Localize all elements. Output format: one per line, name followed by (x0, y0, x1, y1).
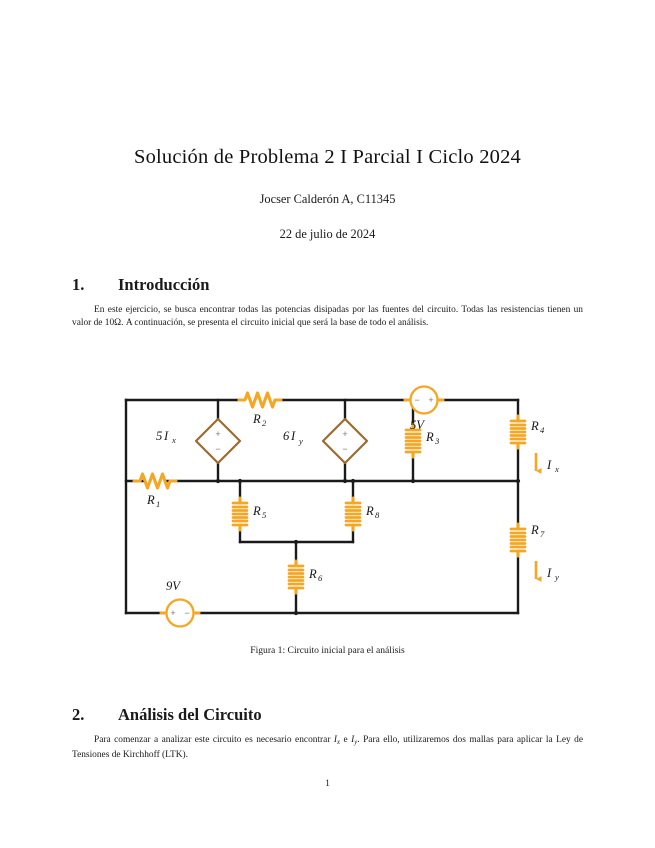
dependent-source-6Iy-plus: + (342, 429, 347, 439)
figure-caption: Figura 1: Circuito inicial para el análi… (250, 645, 405, 656)
resistor-R7: R 7 (509, 522, 545, 558)
dependent-source-5Ix-coefficient: 5 (156, 429, 162, 443)
resistor-R2-subscript: 2 (262, 418, 267, 428)
current-arrow-Ix: I x (534, 453, 559, 474)
dependent-source-6Iy-subscript: y (298, 436, 303, 446)
section-heading-analisis: 2. Análisis del Circuito (72, 705, 262, 725)
section-number: 1. (72, 275, 85, 294)
resistor-R2-label: R (252, 412, 261, 426)
dependent-source-6Iy-coefficient: 6 (283, 429, 290, 443)
dependent-source-6Iy-current: I (290, 429, 296, 443)
page-number: 1 (325, 778, 330, 789)
section-heading-introduccion: 1. Introducción (72, 275, 209, 295)
voltage-source-5V: − + 5V (403, 385, 445, 432)
variable-Iy-subscript: y (354, 738, 358, 746)
resistor-R6: R 6 (287, 559, 323, 595)
dependent-source-5Ix: + − 5 I x (156, 417, 242, 465)
dependent-source-5Ix-current: I (163, 429, 169, 443)
variable-Ix: Ix (333, 735, 341, 746)
resistor-R7-label: R (530, 523, 539, 537)
resistor-R1: R 1 (132, 472, 178, 509)
voltage-source-5V-right-terminal: + (428, 395, 433, 405)
resistor-R1-label: R (146, 493, 155, 507)
dependent-source-5Ix-subscript: x (171, 435, 176, 445)
resistor-R5: R 5 (231, 496, 267, 532)
resistor-R4-label: R (530, 419, 539, 433)
voltage-source-9V-left-terminal: + (170, 608, 175, 618)
circuit-wires (124, 398, 520, 615)
resistor-R8: R 8 (344, 496, 380, 532)
section-title-2: Análisis del Circuito (118, 705, 262, 724)
paragraph-analisis-mid: e (340, 735, 352, 745)
paragraph-introduccion: En este ejercicio, se busca encontrar to… (72, 305, 583, 328)
voltage-source-9V-label: 9V (166, 579, 181, 593)
paragraph-analisis-pre: Para comenzar a analizar este circuito e… (94, 735, 334, 745)
variable-Iy: Iy (351, 735, 358, 746)
resistor-R4-subscript: 4 (540, 425, 545, 435)
voltage-source-9V: + − 9V (159, 579, 201, 628)
page-title: Solución de Problema 2 I Parcial I Ciclo… (133, 146, 522, 168)
resistor-R6-label: R (308, 567, 317, 581)
voltage-source-5V-left-terminal: − (414, 395, 419, 405)
dependent-source-5Ix-plus: + (215, 429, 220, 439)
document-date: 22 de julio de 2024 (279, 227, 376, 241)
current-arrow-Iy: I y (534, 561, 559, 582)
resistor-R5-subscript: 5 (262, 510, 267, 520)
variable-Ix-subscript: x (337, 738, 341, 746)
resistor-R1-subscript: 1 (156, 499, 160, 509)
dependent-source-6Iy-minus: − (342, 444, 347, 454)
section-title: Introducción (118, 275, 210, 294)
circuit-junctions (215, 478, 521, 616)
resistor-R8-subscript: 8 (375, 510, 380, 520)
current-arrow-Ix-subscript: x (554, 464, 559, 474)
resistor-R3-subscript: 3 (434, 436, 439, 446)
current-arrow-Iy-label: I (546, 566, 552, 580)
resistor-R8-label: R (365, 504, 374, 518)
resistor-R6-subscript: 6 (318, 573, 323, 583)
resistor-R3-label: R (425, 430, 434, 444)
resistor-R5-label: R (252, 504, 261, 518)
current-arrow-Iy-subscript: y (554, 572, 559, 582)
voltage-source-5V-label: 5V (410, 418, 425, 432)
section-number-2: 2. (72, 705, 85, 724)
resistor-R7-subscript: 7 (540, 529, 545, 539)
current-arrow-Ix-label: I (546, 458, 552, 472)
voltage-source-9V-right-terminal: − (184, 608, 189, 618)
dependent-source-5Ix-minus: − (215, 444, 220, 454)
resistor-R2: R 2 (237, 391, 283, 428)
dependent-source-6Iy: + − 6 I y (283, 417, 369, 465)
circuit-diagram: R 2 R 1 R 3 R 4 (100, 376, 570, 636)
paragraph-analisis: Para comenzar a analizar este circuito e… (72, 734, 583, 762)
document-author: Jocser Calderón A, C11345 (259, 192, 396, 206)
paragraph-analisis-post: . Para ello, utilizaremos dos mallas par… (72, 735, 583, 761)
resistor-R3: R 3 (404, 423, 439, 459)
resistor-R4: R 4 (509, 414, 545, 450)
